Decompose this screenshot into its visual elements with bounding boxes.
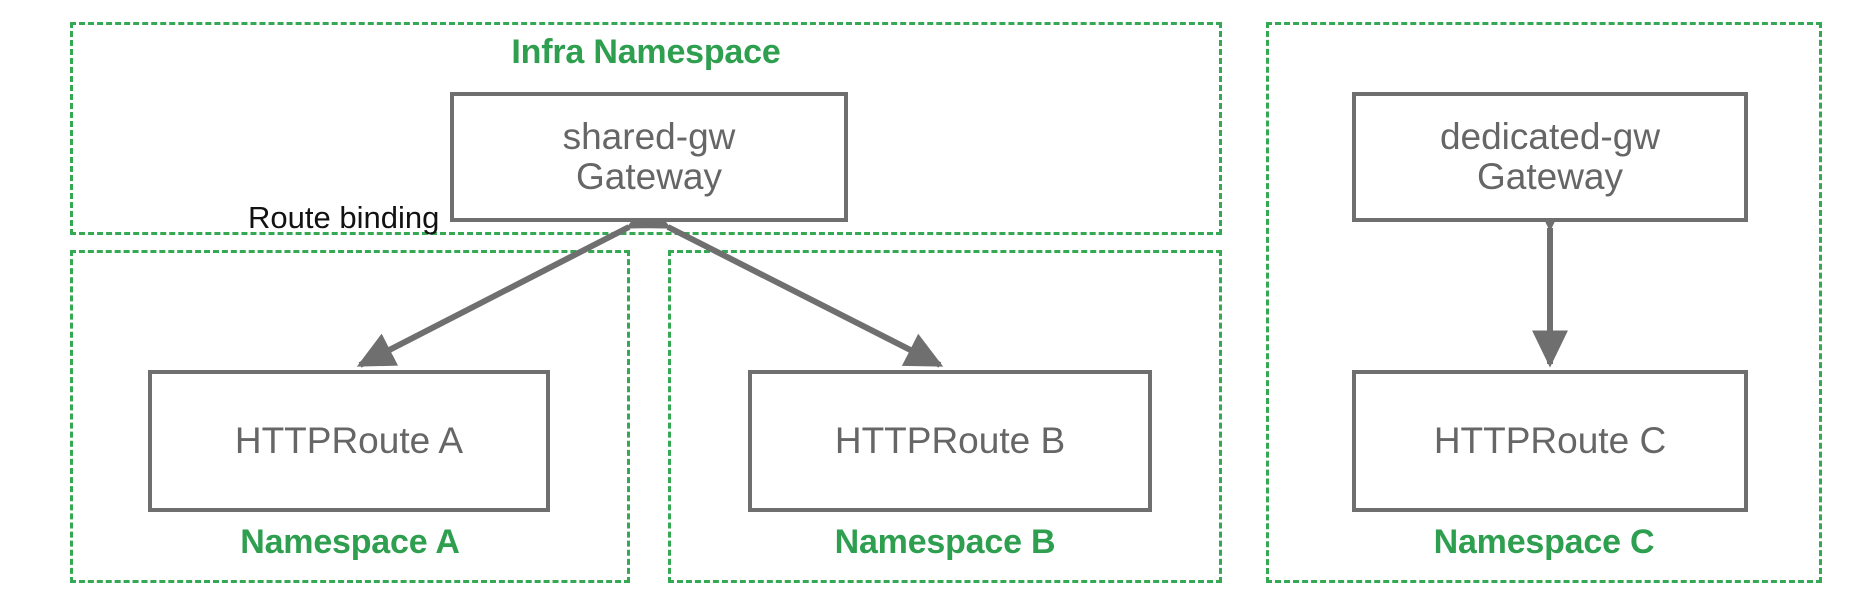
namespace-label-c: Namespace C <box>1433 523 1655 561</box>
node-httproute-c[interactable]: HTTPRoute C <box>1352 370 1748 512</box>
namespace-label-a: Namespace A <box>240 523 460 561</box>
node-shared-gw[interactable]: shared-gw Gateway <box>450 92 848 222</box>
node-httproute-a-name: HTTPRoute A <box>234 420 464 462</box>
node-shared-gw-kind: Gateway <box>575 156 722 197</box>
node-dedicated-gw-name: dedicated-gw <box>1439 116 1661 158</box>
node-shared-gw-name: shared-gw <box>562 116 736 158</box>
node-httproute-b-name: HTTPRoute B <box>834 420 1066 462</box>
namespace-group-a: Namespace A <box>70 250 630 583</box>
namespace-group-b: Namespace B <box>668 250 1222 583</box>
node-dedicated-gw-kind: Gateway <box>1476 156 1623 197</box>
namespace-label-b: Namespace B <box>834 523 1056 561</box>
node-httproute-c-name: HTTPRoute C <box>1433 420 1667 462</box>
node-httproute-a[interactable]: HTTPRoute A <box>148 370 550 512</box>
node-dedicated-gw[interactable]: dedicated-gw Gateway <box>1352 92 1748 222</box>
node-httproute-b[interactable]: HTTPRoute B <box>748 370 1152 512</box>
namespace-group-c: Namespace C <box>1266 22 1822 583</box>
namespace-label-infra: Infra Namespace <box>511 33 781 71</box>
edge-label-route-binding: Route binding <box>248 200 440 235</box>
